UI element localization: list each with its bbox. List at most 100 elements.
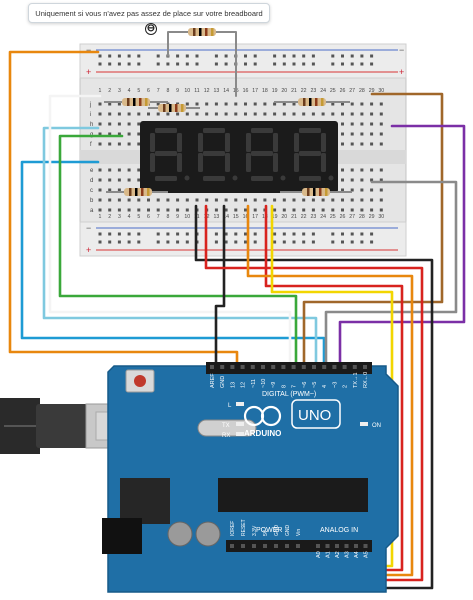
resistor-3[interactable] [274, 98, 350, 106]
zoom-out-button[interactable]: ⊖ [145, 23, 157, 35]
wire-lightblue[interactable] [42, 126, 318, 364]
pin-label: A5 [364, 551, 370, 558]
column-number: 8 [166, 88, 169, 94]
pin-label: GND [285, 525, 291, 537]
wire-black-b[interactable] [214, 204, 226, 364]
wire-purple[interactable] [338, 124, 466, 364]
column-number: 22 [301, 214, 307, 220]
column-number: 20 [281, 88, 287, 94]
pin-label: ~5 [312, 382, 318, 388]
pin-label: RESET [241, 519, 247, 536]
uno-frame [291, 399, 341, 429]
pin-label: 5V [263, 529, 269, 536]
pin-label: IOREF [230, 521, 236, 536]
row-letter: c [90, 188, 93, 194]
capacitor-1 [167, 521, 193, 547]
column-number: 29 [369, 88, 375, 94]
power-header [226, 540, 314, 552]
power-jack [102, 518, 142, 554]
led-tx [236, 422, 244, 426]
pin-label: TX→1 [353, 372, 359, 388]
column-number: 19 [272, 214, 278, 220]
seven-segment-display[interactable] [140, 121, 338, 193]
led-on [360, 422, 368, 426]
rail-plus-left: + [86, 67, 91, 77]
column-number: 2 [108, 214, 111, 220]
label-on: ON [372, 423, 381, 429]
column-number: 13 [214, 214, 220, 220]
column-number: 30 [378, 88, 384, 94]
column-number: 16 [243, 214, 249, 220]
column-number: 23 [311, 88, 317, 94]
resistors [104, 28, 352, 196]
resistor-5[interactable] [280, 188, 352, 196]
digit-1 [150, 128, 190, 181]
column-number: 25 [330, 214, 336, 220]
microcontroller-chip [218, 478, 368, 512]
column-number: 21 [291, 214, 297, 220]
column-number: 6 [147, 214, 150, 220]
pin-label: ~10 [261, 379, 267, 388]
pin-label: ~6 [302, 382, 308, 388]
column-number: 23 [311, 214, 317, 220]
pin-label: A3 [345, 551, 351, 558]
wire-gray-right[interactable] [324, 180, 458, 364]
power-label: POWER [256, 527, 282, 534]
column-number: 11 [194, 88, 199, 94]
pin-label: 2 [343, 385, 349, 388]
row-letter: j [89, 102, 91, 108]
pin-label: 4 [322, 385, 328, 388]
led-l [236, 402, 244, 406]
column-number: 3 [118, 88, 121, 94]
wire-orange-rail[interactable] [8, 50, 239, 364]
resistor-zoom[interactable] [168, 28, 236, 36]
voltage-regulator [120, 478, 170, 524]
pin-label: 3.3V [252, 525, 258, 536]
pin-label: A4 [354, 551, 360, 558]
pin-label: ~3 [332, 382, 338, 388]
wire-green[interactable] [58, 134, 298, 364]
column-number: 13 [214, 88, 220, 94]
column-number: 1 [99, 214, 102, 220]
digit-4 [294, 128, 334, 181]
column-number: 8 [166, 214, 169, 220]
column-number: 28 [359, 88, 365, 94]
column-number: 7 [157, 88, 160, 94]
arduino-uno-board: L TX RX ON ARDUINO UNO DIGITAL (PWM~) AN… [102, 362, 399, 593]
rail-plus-bottom-left: + [86, 245, 91, 255]
resistor-2[interactable] [148, 104, 200, 112]
digit-3 [246, 128, 286, 181]
column-number: 9 [176, 214, 179, 220]
pin-label: ~9 [271, 382, 277, 388]
column-number: 14 [223, 214, 229, 220]
model-uno: UNO [298, 407, 331, 424]
display-digits [150, 128, 334, 181]
resistor-1[interactable] [104, 98, 168, 106]
pin-label: A1 [326, 551, 332, 558]
reset-button[interactable] [134, 375, 146, 387]
column-number: 15 [233, 214, 239, 220]
arduino-logo-right [260, 405, 282, 427]
column-number: 4 [128, 214, 131, 220]
wire-brown[interactable] [302, 92, 444, 364]
power-pin-labels: IOREF RESET 3.3V 5V GND GND Vin [230, 519, 302, 548]
column-number: 5 [137, 214, 140, 220]
wire-cyan[interactable] [20, 160, 326, 364]
column-number: 20 [281, 214, 287, 220]
pin-label: A0 [316, 551, 322, 558]
pin-label: 13 [230, 382, 236, 388]
pin-label: GND [274, 525, 280, 537]
label-tx: TX [222, 423, 230, 429]
pin-label: Vin [296, 529, 302, 536]
pin-label: 7 [292, 385, 298, 388]
column-number: 21 [291, 88, 297, 94]
wire-white[interactable] [48, 94, 292, 364]
column-number: 19 [272, 88, 278, 94]
column-number: 26 [340, 88, 346, 94]
resistor-4[interactable] [106, 188, 168, 196]
led-rx [236, 432, 244, 436]
brand-arduino: ARDUINO [244, 429, 281, 438]
